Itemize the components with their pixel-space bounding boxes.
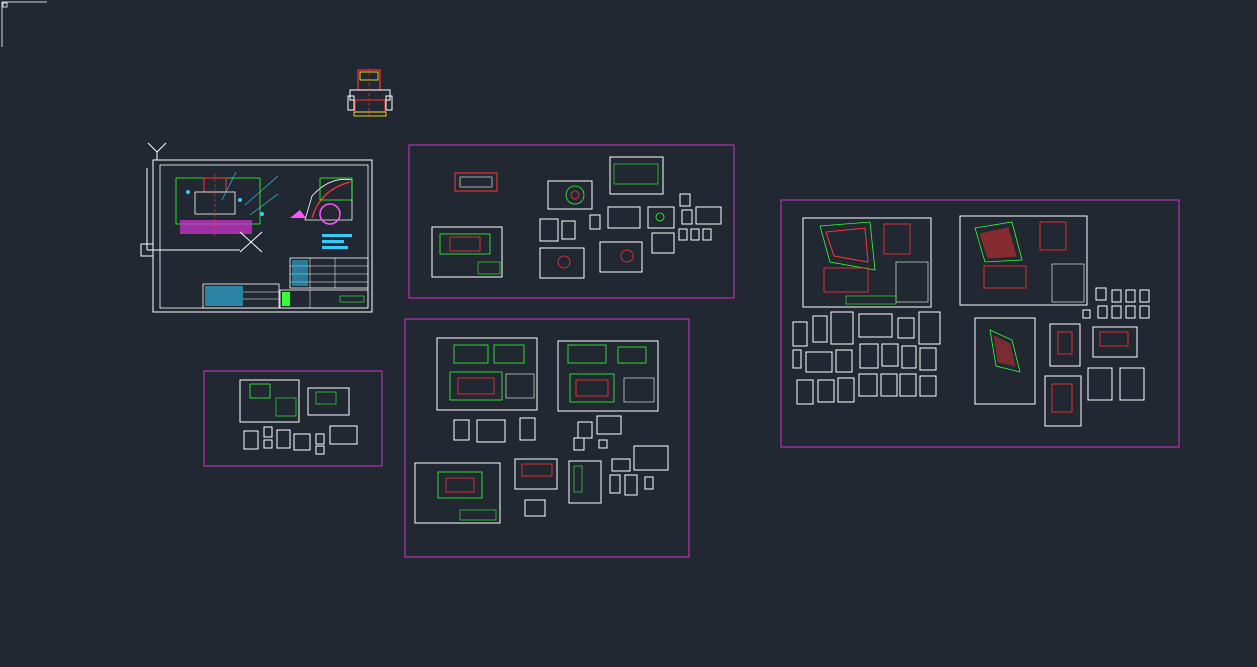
assembly-drawing-sheet[interactable]	[152, 159, 373, 313]
drawing-group-frame-1[interactable]	[408, 144, 735, 299]
drawing-group-frame-4[interactable]	[780, 199, 1180, 448]
isolated-part-drawing[interactable]	[347, 68, 393, 118]
drawing-group-frame-3[interactable]	[404, 318, 690, 558]
drawing-group-frame-2[interactable]	[203, 370, 383, 467]
